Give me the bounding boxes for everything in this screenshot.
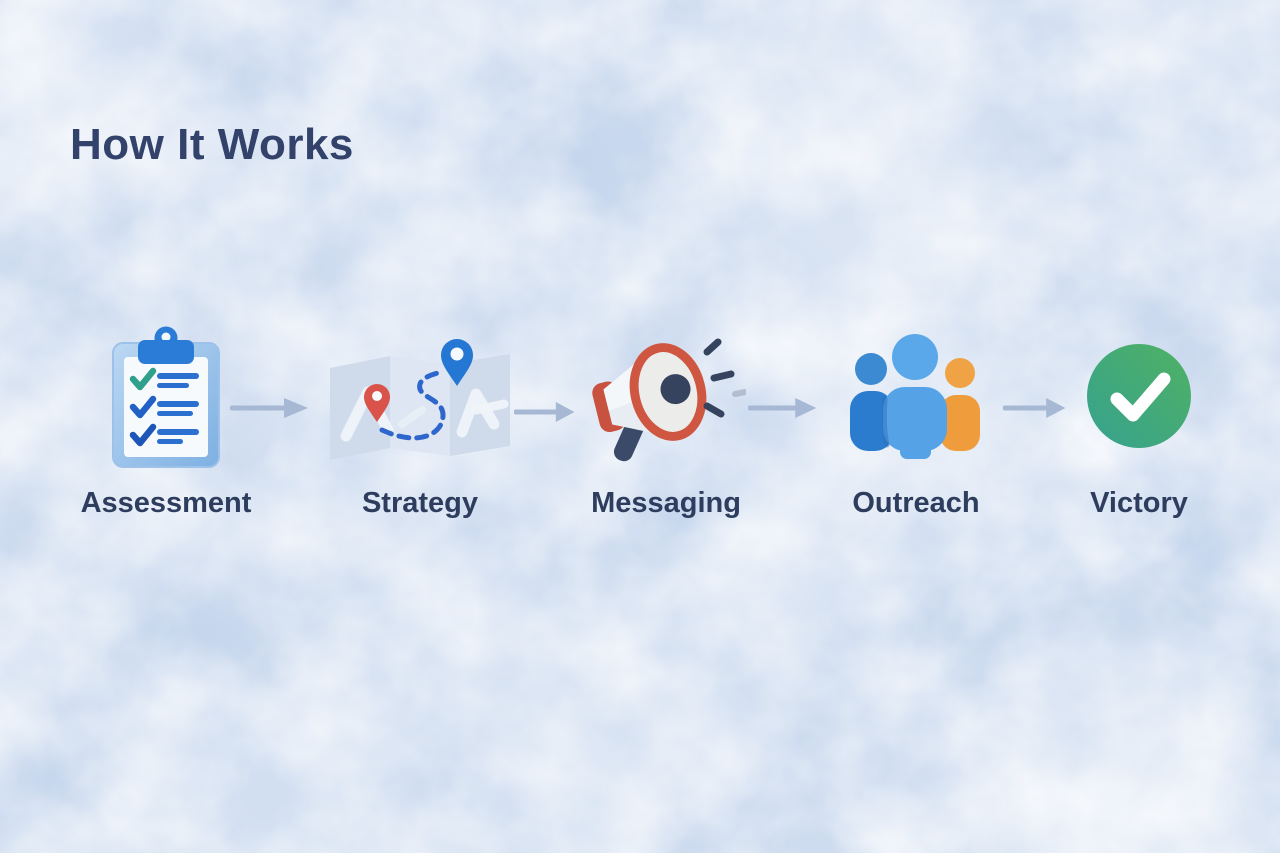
people-group-icon — [806, 322, 1026, 472]
arrow-connector-2 — [514, 400, 576, 424]
step-strategy: Strategy — [310, 322, 530, 520]
step-outreach: Outreach — [806, 322, 1026, 520]
megaphone-icon — [556, 322, 776, 472]
step-label-victory: Victory — [1090, 487, 1188, 519]
page-title: How It Works — [70, 120, 354, 169]
right-arrow-icon — [1003, 398, 1066, 418]
step-assessment: Assessment — [56, 322, 276, 520]
clipboard-checklist-icon — [56, 322, 276, 472]
right-arrow-icon — [514, 402, 575, 422]
step-label-assessment: Assessment — [80, 487, 252, 519]
right-arrow-icon — [230, 398, 308, 418]
arrow-connector-1 — [230, 396, 310, 420]
map-route-icon — [310, 322, 530, 472]
step-label-outreach: Outreach — [852, 487, 980, 519]
step-label-messaging: Messaging — [591, 487, 741, 519]
check-circle-icon — [1029, 322, 1249, 472]
step-megaphone-icon-box: Messaging — [556, 322, 776, 520]
arrow-connector-3 — [748, 396, 818, 420]
right-arrow-icon — [748, 398, 817, 418]
arrow-connector-4 — [1003, 396, 1067, 420]
step-victory: Victory — [1029, 322, 1249, 520]
step-label-strategy: Strategy — [361, 487, 479, 519]
